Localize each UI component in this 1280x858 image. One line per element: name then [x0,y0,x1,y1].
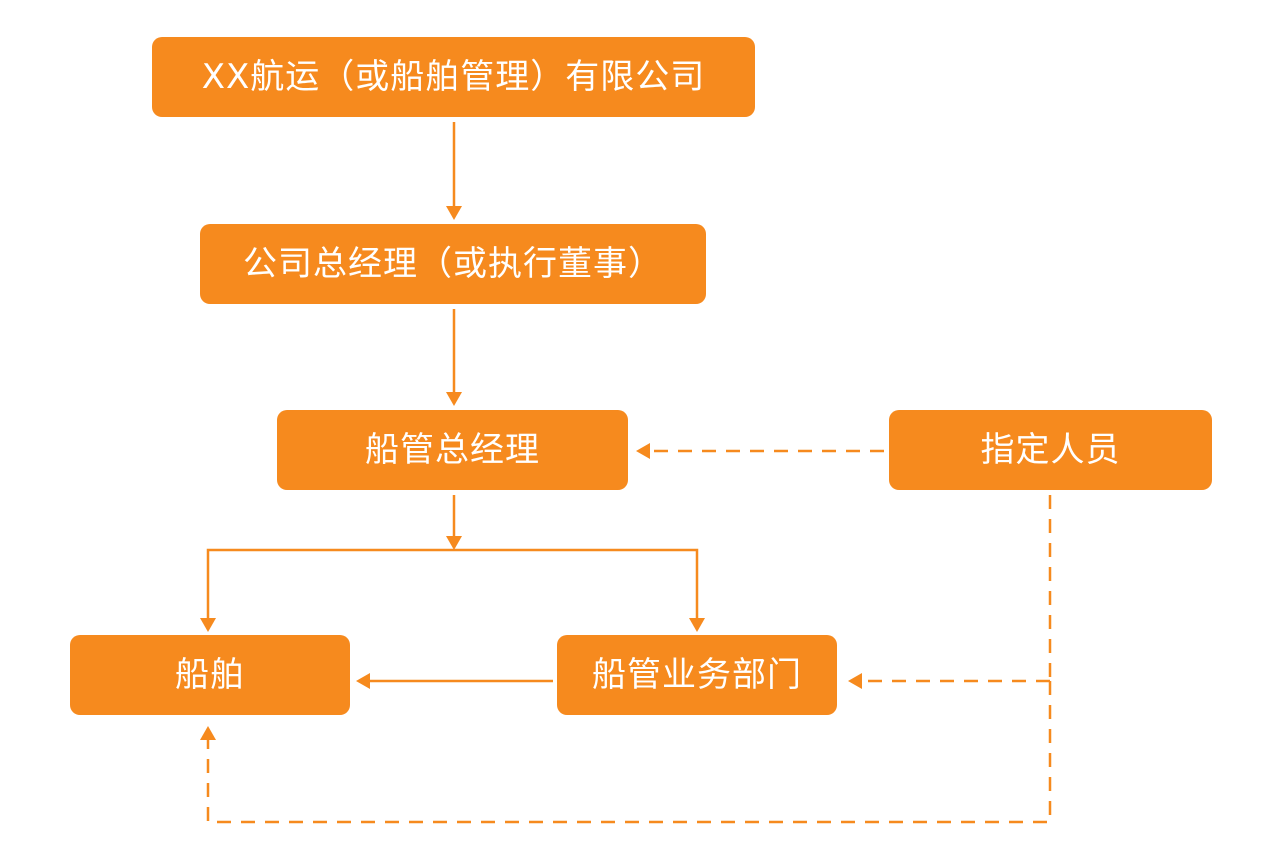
edge-designated-person-to-ship [200,681,1052,824]
edge-general-manager-to-ship-manager [446,309,462,406]
edge-ship-manager-to-junction [446,495,462,550]
node-ship-manager: 船管总经理 [277,410,628,490]
node-general-manager: 公司总经理（或执行董事） [200,224,706,304]
node-ship-dept: 船管业务部门 [557,635,837,715]
node-company: XX航运（或船舶管理）有限公司 [152,37,755,117]
node-designated-person-label: 指定人员 [980,430,1121,470]
node-general-manager-label: 公司总经理（或执行董事） [243,244,663,284]
node-ship: 船舶 [70,635,350,715]
edge-branch-to-ship-and-dept [200,548,705,632]
edge-designated-person-to-ship-dept [848,495,1052,689]
node-designated-person: 指定人员 [889,410,1212,490]
node-ship-dept-label: 船管业务部门 [592,655,802,695]
edge-company-to-general-manager [446,122,462,220]
node-company-label: XX航运（或船舶管理）有限公司 [201,57,706,97]
node-ship-label: 船舶 [175,655,245,695]
node-ship-manager-label: 船管总经理 [365,430,540,470]
edge-ship-dept-to-ship [356,673,553,689]
edge-designated-person-to-ship-manager [636,443,884,459]
